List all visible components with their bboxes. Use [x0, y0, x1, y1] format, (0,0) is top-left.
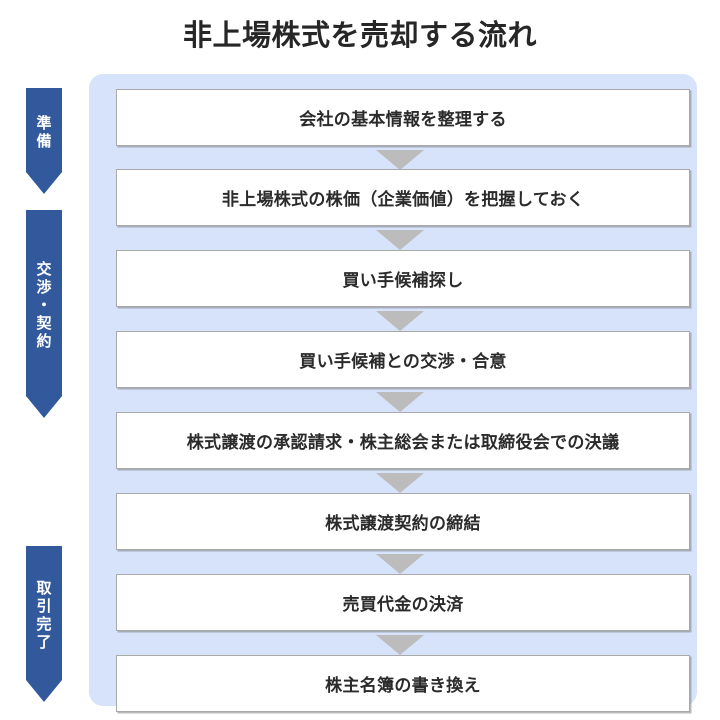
step-box: 株主名簿の書き換え: [116, 655, 690, 712]
step-box: 非上場株式の株価（企業価値）を把握しておく: [116, 169, 690, 226]
step-label: 会社の基本情報を整理する: [299, 110, 507, 129]
connector-arrow-icon: [376, 635, 424, 655]
page-title: 非上場株式を売却する流れ: [182, 20, 537, 52]
phase-label-negotiation-contract: 交 渉 ・ 契 約: [36, 261, 51, 351]
connector-arrow-icon: [376, 230, 424, 250]
step-box: 売買代金の決済: [116, 574, 690, 631]
step-label: 株式譲渡契約の締結: [325, 514, 481, 533]
connector-arrow-icon: [376, 392, 424, 412]
step-label: 株式譲渡の承認請求・株主総会または取締役会での決議: [186, 433, 620, 452]
phase-rail: 準 備 交 渉 ・ 契 約 取 引 完 了: [0, 0, 89, 720]
phase-char: 完: [36, 616, 52, 633]
connector-arrow-icon: [376, 473, 424, 493]
phase-char: 交: [36, 261, 52, 278]
connector-arrow-icon: [376, 150, 424, 170]
phase-char: 渉: [36, 279, 52, 296]
step-box: 買い手候補との交渉・合意: [116, 331, 690, 388]
step-box: 株式譲渡の承認請求・株主総会または取締役会での決議: [116, 412, 690, 469]
step-label: 株主名簿の書き換え: [325, 676, 481, 695]
phase-char: 契: [36, 315, 52, 332]
step-box: 株式譲渡契約の締結: [116, 493, 690, 550]
phase-char: 引: [36, 598, 52, 615]
phase-char: 準: [36, 115, 52, 132]
step-box: 会社の基本情報を整理する: [116, 89, 690, 146]
connector-arrow-icon: [376, 554, 424, 574]
step-label: 売買代金の決済: [342, 595, 464, 614]
phase-arrow-negotiation-contract: 交 渉 ・ 契 約: [26, 210, 62, 418]
step-label: 買い手候補探し: [342, 271, 464, 290]
connector-arrow-icon: [376, 311, 424, 331]
phase-char: 了: [36, 634, 52, 651]
step-label: 非上場株式の株価（企業価値）を把握しておく: [221, 190, 585, 209]
phase-arrow-transaction-complete: 取 引 完 了: [26, 546, 62, 702]
phase-char: 備: [36, 133, 52, 150]
phase-char: 取: [36, 580, 52, 597]
phase-char: 約: [36, 333, 52, 350]
step-box: 買い手候補探し: [116, 250, 690, 307]
step-label: 買い手候補との交渉・合意: [299, 352, 507, 371]
flow-steps-container: 会社の基本情報を整理する 非上場株式の株価（企業価値）を把握しておく 買い手候補…: [89, 74, 697, 712]
phase-label-preparation: 準 備: [36, 115, 51, 151]
phase-label-transaction-complete: 取 引 完 了: [36, 580, 51, 652]
phase-char: ・: [36, 297, 52, 314]
phase-arrow-preparation: 準 備: [26, 88, 62, 194]
